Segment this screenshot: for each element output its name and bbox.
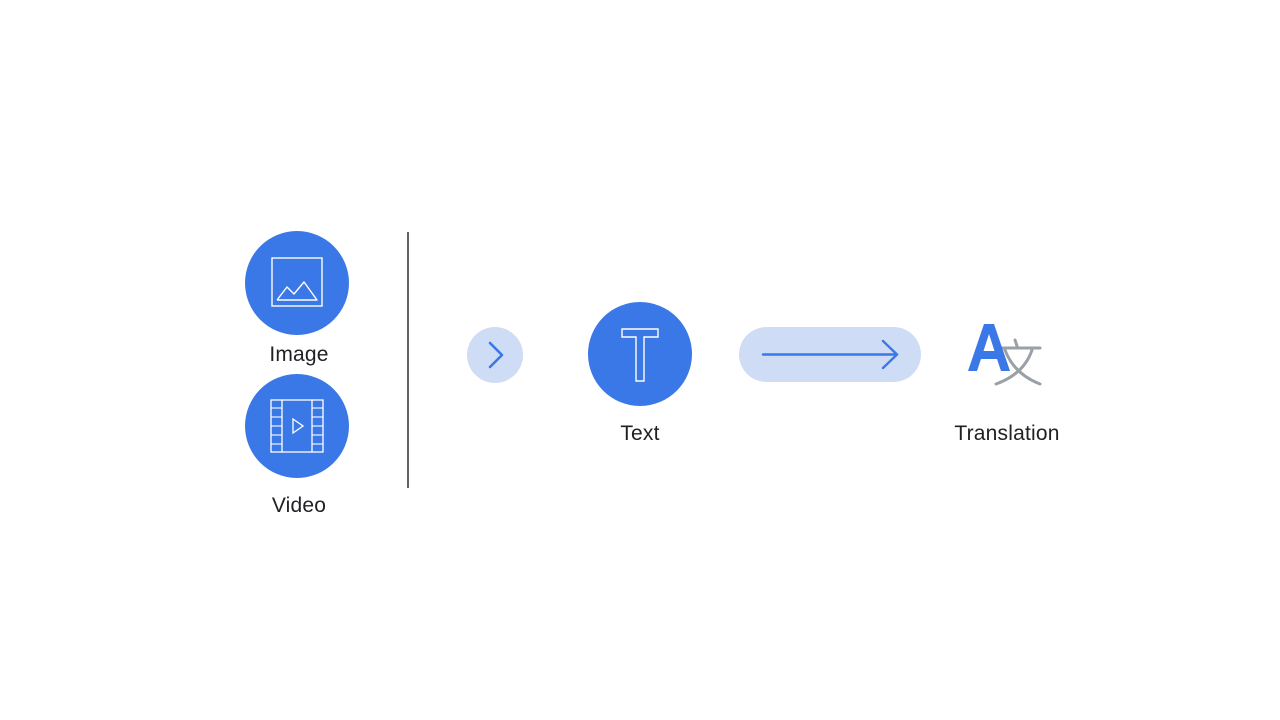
translate-icon [964, 318, 1044, 392]
image-circle [245, 231, 349, 335]
video-label: Video [271, 494, 327, 517]
arrow-connector [739, 327, 921, 382]
image-label: Image [269, 343, 329, 366]
input-divider [407, 232, 409, 488]
text-circle [588, 302, 692, 406]
translation-label: Translation [954, 422, 1060, 445]
chevron-connector [467, 327, 523, 383]
video-icon [270, 399, 324, 453]
image-icon [271, 257, 323, 307]
arrow-right-icon [761, 339, 899, 370]
text-label: Text [620, 422, 660, 445]
chevron-right-icon [488, 341, 504, 369]
video-circle [245, 374, 349, 478]
text-icon [621, 328, 659, 382]
